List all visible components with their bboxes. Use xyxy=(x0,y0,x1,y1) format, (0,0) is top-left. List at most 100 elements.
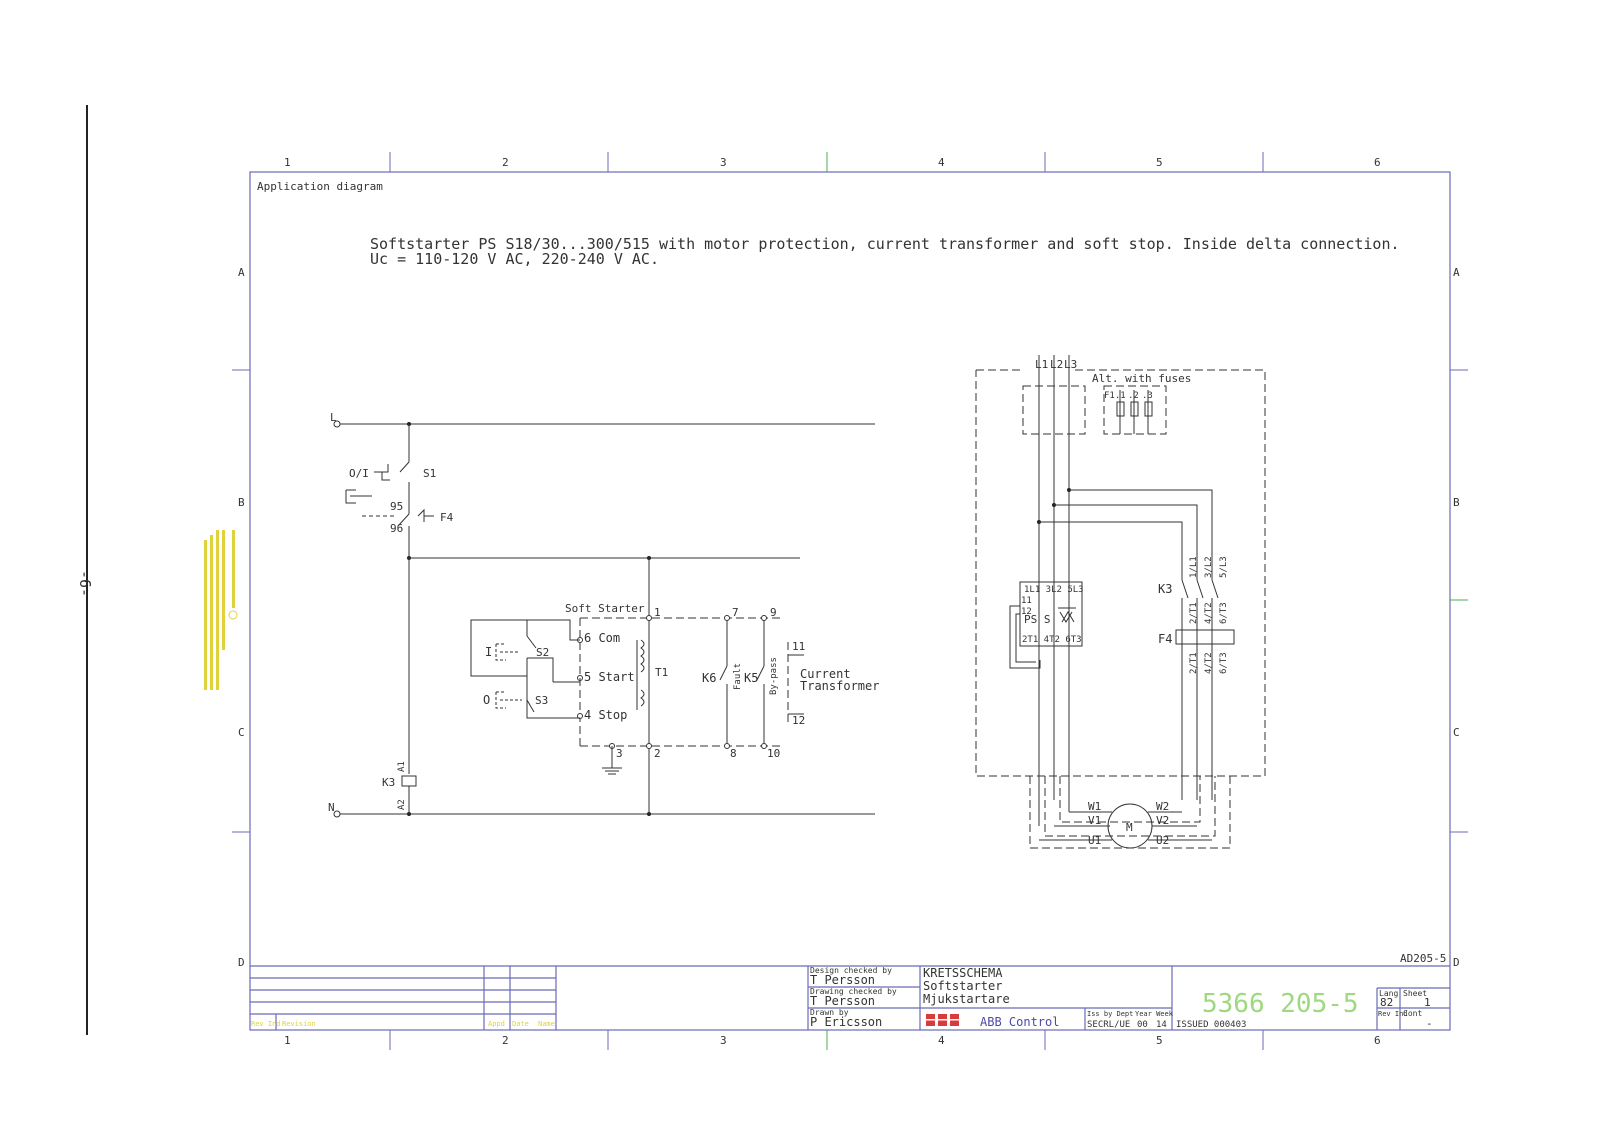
header-label: Application diagram xyxy=(257,180,383,193)
label-ct-1: Current xyxy=(800,667,851,681)
label-L: L xyxy=(330,411,337,424)
rev-header-appd: Appd xyxy=(488,1020,505,1028)
frame-row-label-left-D: D xyxy=(238,956,245,969)
drawn-by-label: Drawn by xyxy=(810,1008,849,1017)
design-checked-label: Design checked by xyxy=(810,966,892,975)
label-L3: L3 xyxy=(1064,358,1077,371)
label-O: O xyxy=(483,693,490,707)
f4-term-2: 4/T2 xyxy=(1204,652,1214,674)
ps-bottom-terms: 2T1 4T2 6T3 xyxy=(1022,635,1082,645)
sheet-value: 1 xyxy=(1424,996,1431,1009)
label-K5: K5 xyxy=(744,671,758,685)
ps-term-11: 11 xyxy=(1021,596,1032,606)
doc-ref: AD205-5 xyxy=(1400,952,1446,965)
ps-top-terms: 1L1 3L2 5L3 xyxy=(1024,585,1084,595)
label-U2: U2 xyxy=(1156,834,1169,847)
doc-number: 5366 205-5 xyxy=(1202,989,1359,1019)
label-alt-fuses: Alt. with fuses xyxy=(1092,372,1191,385)
title-line-2: Uc = 110-120 V AC, 220-240 V AC. xyxy=(370,250,659,268)
label-U1: U1 xyxy=(1088,834,1101,847)
label-switch-OI: O/I xyxy=(349,467,369,480)
label-F4-power: F4 xyxy=(1158,632,1172,646)
page-marker: -6- xyxy=(76,570,94,597)
frame-col-label-top-5: 5 xyxy=(1156,156,1163,169)
frame-col-label-bottom-4: 4 xyxy=(938,1034,945,1047)
dept: SECRL/UE xyxy=(1087,1020,1130,1030)
f4-term-1: 2/T1 xyxy=(1189,652,1199,674)
label-W2: W2 xyxy=(1156,800,1169,813)
k3-term-3: 5/L3 xyxy=(1219,556,1229,578)
label-ct-2: Transformer xyxy=(800,679,879,693)
k3-mid-term-3: 6/T3 xyxy=(1219,602,1229,624)
label-soft-starter: Soft Starter xyxy=(565,602,645,615)
abb-logo xyxy=(926,1014,959,1026)
term-12: 12 xyxy=(792,714,805,727)
week: 14 xyxy=(1156,1020,1167,1030)
term-9: 9 xyxy=(770,606,777,619)
frame-col-label-bottom-2: 2 xyxy=(502,1034,509,1047)
k3-mid-term-2: 4/T2 xyxy=(1204,602,1214,624)
fuse-label-2: .2 xyxy=(1128,391,1139,401)
term-3: 3 xyxy=(616,747,623,760)
label-L2: L2 xyxy=(1050,358,1063,371)
term-stop: 4 Stop xyxy=(584,708,627,722)
frame-row-label-right-B: B xyxy=(1453,496,1460,509)
issued: ISSUED 000403 xyxy=(1176,1020,1246,1030)
frame-col-label-top-6: 6 xyxy=(1374,156,1381,169)
label-S3: S3 xyxy=(535,694,548,707)
frame-col-label-bottom-5: 5 xyxy=(1156,1034,1163,1047)
frame-row-label-right-D: D xyxy=(1453,956,1460,969)
frame-row-label-right-A: A xyxy=(1453,266,1460,279)
frame-col-label-top-1: 1 xyxy=(284,156,291,169)
drawn-by-name: P Ericsson xyxy=(810,1015,882,1029)
label-I: I xyxy=(485,645,492,659)
ps-label: PS S xyxy=(1024,613,1051,626)
sheet-label: Sheet xyxy=(1403,989,1427,998)
k3-mid-term-1: 2/T1 xyxy=(1189,602,1199,624)
year: 00 xyxy=(1137,1020,1148,1030)
control-circuit: L N O/I S1 95 96 F4 K3 A1 xyxy=(328,411,879,818)
frame-row-label-left-B: B xyxy=(238,496,245,509)
rev-header-date: Date xyxy=(512,1020,529,1028)
title-line-1: Softstarter PS S18/30...300/515 with mot… xyxy=(370,235,1400,253)
label-95: 95 xyxy=(390,500,403,513)
cont-label: Cont xyxy=(1403,1009,1422,1018)
drawing-checked-name: T Persson xyxy=(810,994,875,1008)
frame-col-label-bottom-3: 3 xyxy=(720,1034,727,1047)
label-K3-power: K3 xyxy=(1158,582,1172,596)
rev-header-name: Name xyxy=(538,1020,555,1028)
doc-title-3: Mjukstartare xyxy=(923,992,1010,1006)
term-2: 2 xyxy=(654,747,661,760)
term-10: 10 xyxy=(767,747,780,760)
term-11: 11 xyxy=(792,640,805,653)
label-motor: M xyxy=(1126,821,1133,834)
cont-value: - xyxy=(1426,1017,1433,1030)
copyright-watermark xyxy=(204,530,238,690)
rev-ind-label: Rev Ind xyxy=(1378,1010,1408,1018)
company-name: ABB Control xyxy=(980,1015,1059,1029)
frame-grid-ticks xyxy=(232,152,1468,1050)
label-K6: K6 xyxy=(702,671,716,685)
label-S1: S1 xyxy=(423,467,436,480)
k3-term-2: 3/L2 xyxy=(1204,556,1214,578)
label-T1: T1 xyxy=(655,666,668,679)
lang-value: 82 xyxy=(1380,996,1393,1009)
label-F4-ctrl: F4 xyxy=(440,511,454,524)
doc-title-2: Softstarter xyxy=(923,979,1002,993)
rev-header-rev: Rev Ind xyxy=(251,1020,281,1028)
rev-header-revision: Revision xyxy=(282,1020,316,1028)
frame-col-label-bottom-1: 1 xyxy=(284,1034,291,1047)
term-7: 7 xyxy=(732,606,739,619)
frame-col-label-top-4: 4 xyxy=(938,156,945,169)
frame-col-label-bottom-6: 6 xyxy=(1374,1034,1381,1047)
frame-row-label-left-C: C xyxy=(238,726,245,739)
title-block: AD205-5 Rev Ind Revision Appd Date Name … xyxy=(250,952,1450,1030)
iss-dept-label: Iss by Dept xyxy=(1087,1010,1133,1018)
term-start: 5 Start xyxy=(584,670,635,684)
label-L1: L1 xyxy=(1035,358,1048,371)
f4-term-3: 6/T3 xyxy=(1219,652,1229,674)
doc-title-1: KRETSSCHEMA xyxy=(923,966,1003,980)
